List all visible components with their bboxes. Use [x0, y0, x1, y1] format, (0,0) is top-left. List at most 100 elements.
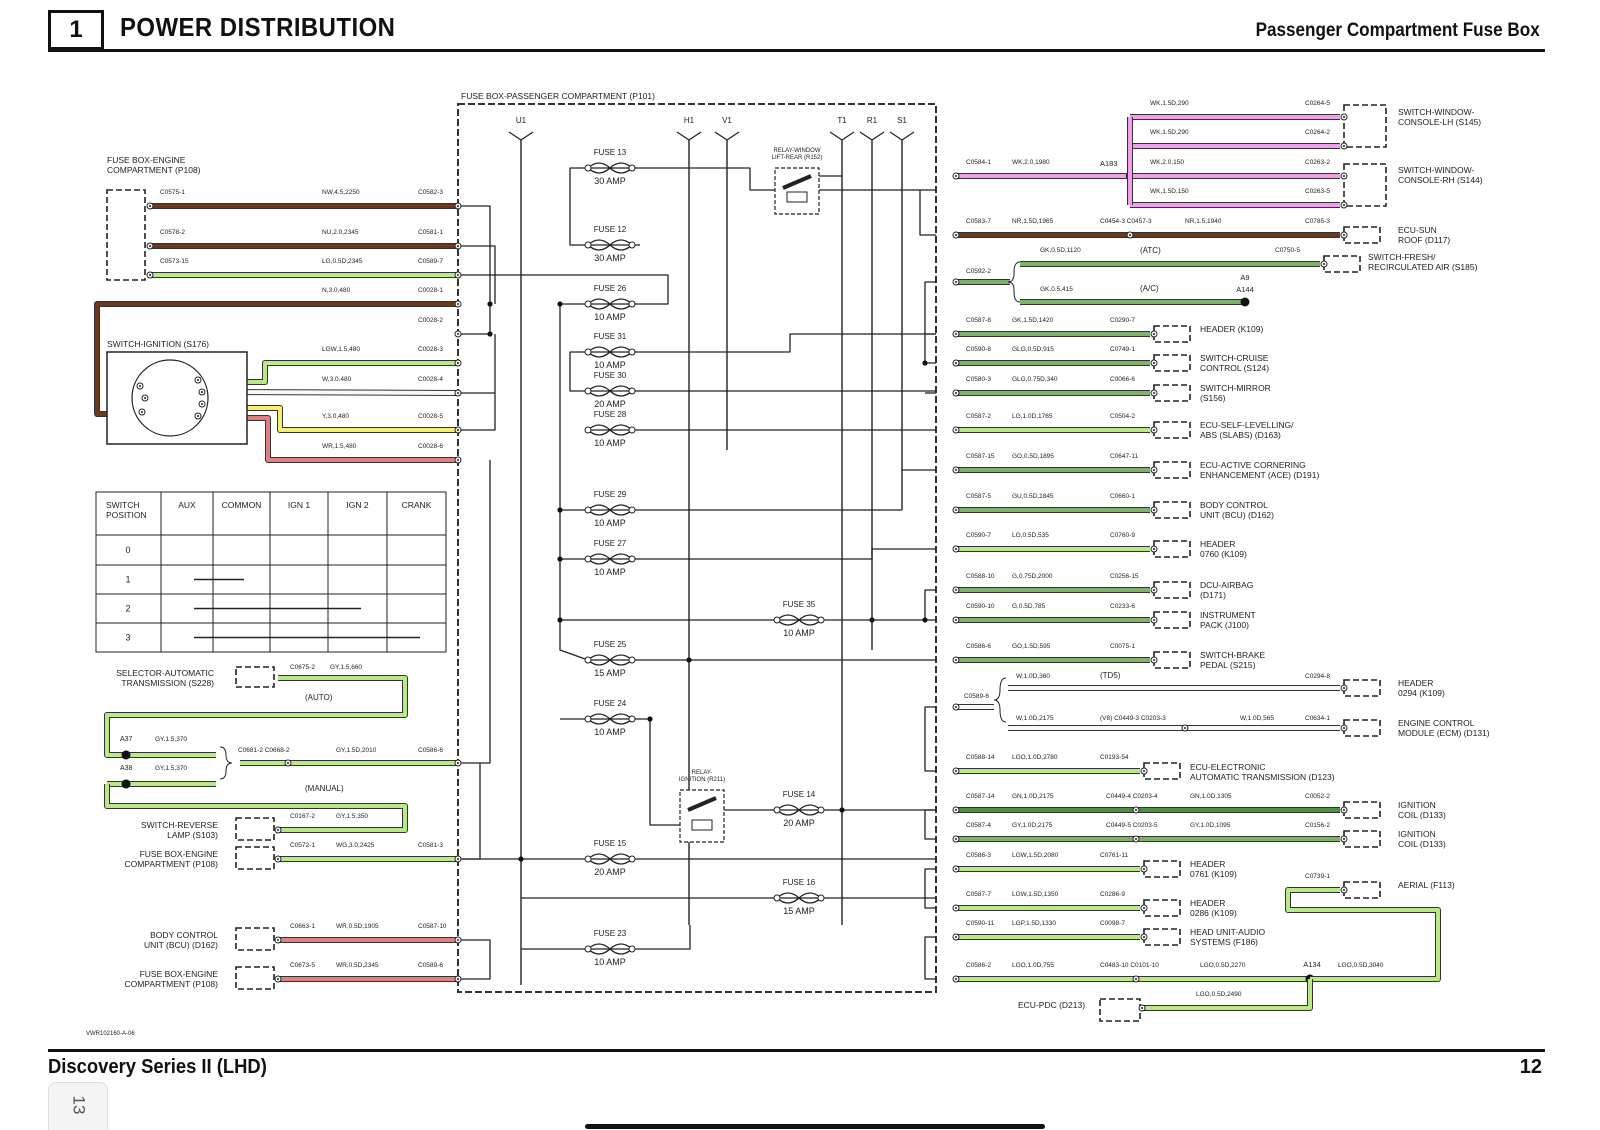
left-conn-from-0: C0575-1	[160, 189, 185, 196]
fuse-rating-2: 10 AMP	[594, 312, 626, 322]
fuse-2	[584, 298, 636, 310]
ecm-conn-bg	[960, 690, 992, 700]
rw-end-27: C0739-1	[1305, 873, 1330, 880]
fuse-symbol-0	[587, 162, 633, 174]
rw-conn-18: C0589-6	[964, 693, 989, 700]
fuse-symbol-3	[587, 346, 633, 358]
left-component-label-1: SWITCH-IGNITION (S176)	[107, 339, 209, 349]
right-row-8-start-center	[955, 619, 957, 621]
left-conn-to-1: C0581-1	[418, 229, 443, 236]
selector-box	[235, 666, 275, 688]
internal-junction-7	[839, 807, 845, 813]
fuse-name-8: FUSE 35	[783, 600, 816, 609]
right-row-9-code: GO,1.5D,595	[1012, 643, 1051, 650]
rw-end-19: C0634-1	[1305, 715, 1330, 722]
ignition-contact-2-center	[141, 411, 143, 413]
right-row-lower-1-comp-box	[1143, 899, 1181, 917]
table-position-0: 0	[125, 545, 130, 555]
fuse-left-bus	[559, 303, 589, 661]
rw-sunroof-mid-center	[1129, 234, 1131, 236]
right-component-label-3: SWITCH-FRESH/RECIRCULATED AIR (S185)	[1368, 252, 1478, 272]
right-row-lower-2-conn: C0590-11	[966, 920, 994, 927]
splice-a38-label: A38	[120, 765, 133, 772]
fuse-end-b-10	[628, 715, 636, 723]
fuse-end-b-9	[628, 656, 636, 664]
scroll-indicator[interactable]	[585, 1124, 1045, 1129]
fuse-end-a-6	[584, 506, 592, 514]
right-row-8-end: C0233-6	[1110, 603, 1135, 610]
right-component-label-4: HEADER (K109)	[1200, 324, 1263, 334]
right-row-8-conn: C0590-10	[966, 603, 995, 610]
fuse-end-a-10	[584, 715, 592, 723]
rbus-g	[924, 706, 936, 772]
right-component-label-11: DCU-AIRBAG(D171)	[1200, 580, 1253, 600]
rw-code-5: NR,1.5D,1965	[1012, 218, 1054, 225]
coil-2-pin-center	[1343, 838, 1345, 840]
bus-conn-a	[458, 205, 491, 335]
header-0294-box	[1343, 679, 1381, 697]
rw-code-19: W,1.0D,2175	[1016, 715, 1054, 722]
right-row-5-start-center	[955, 509, 957, 511]
rbus-d	[924, 589, 936, 620]
fuse-7	[584, 553, 636, 565]
left-wire-code-11: GY,1.5,350	[336, 813, 368, 820]
internal-junction-3	[557, 617, 563, 623]
fuse-symbol-13	[776, 892, 822, 904]
left-wire-code-14: WR,0.5D,2345	[336, 962, 379, 969]
footer-title: Discovery Series II (LHD)	[48, 1056, 267, 1078]
footer-rule	[48, 1049, 1545, 1052]
right-row-2-end: C0066-6	[1110, 376, 1135, 383]
left-lower-pin-1-center	[277, 858, 279, 860]
rw-conn-6: C0592-2	[966, 268, 991, 275]
fuse27-out	[632, 548, 936, 560]
splice-a37-label: A37	[120, 736, 133, 743]
table-header-4: IGN 2	[346, 500, 368, 510]
rw-code2-26: LGO,0.5D,2270	[1200, 962, 1246, 969]
side-page-tab[interactable]: 13	[48, 1082, 108, 1130]
right-row-2-comp-box	[1153, 384, 1191, 402]
table-position-3: 3	[125, 633, 130, 643]
fuse-rating-7: 10 AMP	[594, 567, 626, 577]
fusebox-pin-lower-2-center	[457, 939, 459, 941]
relay-0	[774, 167, 820, 215]
terminal-V1	[714, 131, 740, 141]
right-component-label-20: AERIAL (F113)	[1398, 880, 1455, 890]
bus-conn-e	[458, 460, 491, 764]
left-conn-from-2: C0573-15	[160, 258, 189, 265]
fuse-end-b-8	[817, 616, 825, 624]
right-row-ecu-at-conn: C0588-14	[966, 754, 995, 761]
fusebox-pin-left-2-center	[457, 274, 459, 276]
rw-window-end-3: C0263-5	[1305, 188, 1330, 195]
fuse-name-9: FUSE 25	[594, 640, 627, 649]
fuse-symbol-5	[587, 424, 633, 436]
fuse31-feed	[569, 351, 588, 392]
left-conn-from-11: C0167-2	[290, 813, 315, 820]
right-row-3-comp-box	[1153, 421, 1191, 439]
right-row-2-start-center	[955, 392, 957, 394]
right-row-lower-0-comp-box	[1143, 860, 1181, 878]
fuse13-out	[632, 167, 775, 191]
fusebox-outline	[457, 103, 937, 993]
ignition-contact-5-center	[201, 403, 203, 405]
rw-pdc-start-center	[955, 978, 957, 980]
left-conn-to-14: C0589-6	[418, 962, 443, 969]
fuse-symbol-14	[587, 943, 633, 955]
rw-conn-0: C0584-1	[966, 159, 991, 166]
left-conn-from-14: C0673-5	[290, 962, 315, 969]
rw-code2-5: NR,1.5,1940	[1185, 218, 1222, 225]
fresh-switch-box	[1323, 255, 1361, 273]
left-conn-to-8: C0028-6	[418, 443, 443, 450]
right-row-1-code: GLG,0.5D,915	[1012, 346, 1054, 353]
right-row-3-comp-pin-center	[1153, 429, 1155, 431]
fuse-end-b-6	[628, 506, 636, 514]
fuse-rating-1: 30 AMP	[594, 253, 626, 263]
right-row-6-start-center	[955, 548, 957, 550]
